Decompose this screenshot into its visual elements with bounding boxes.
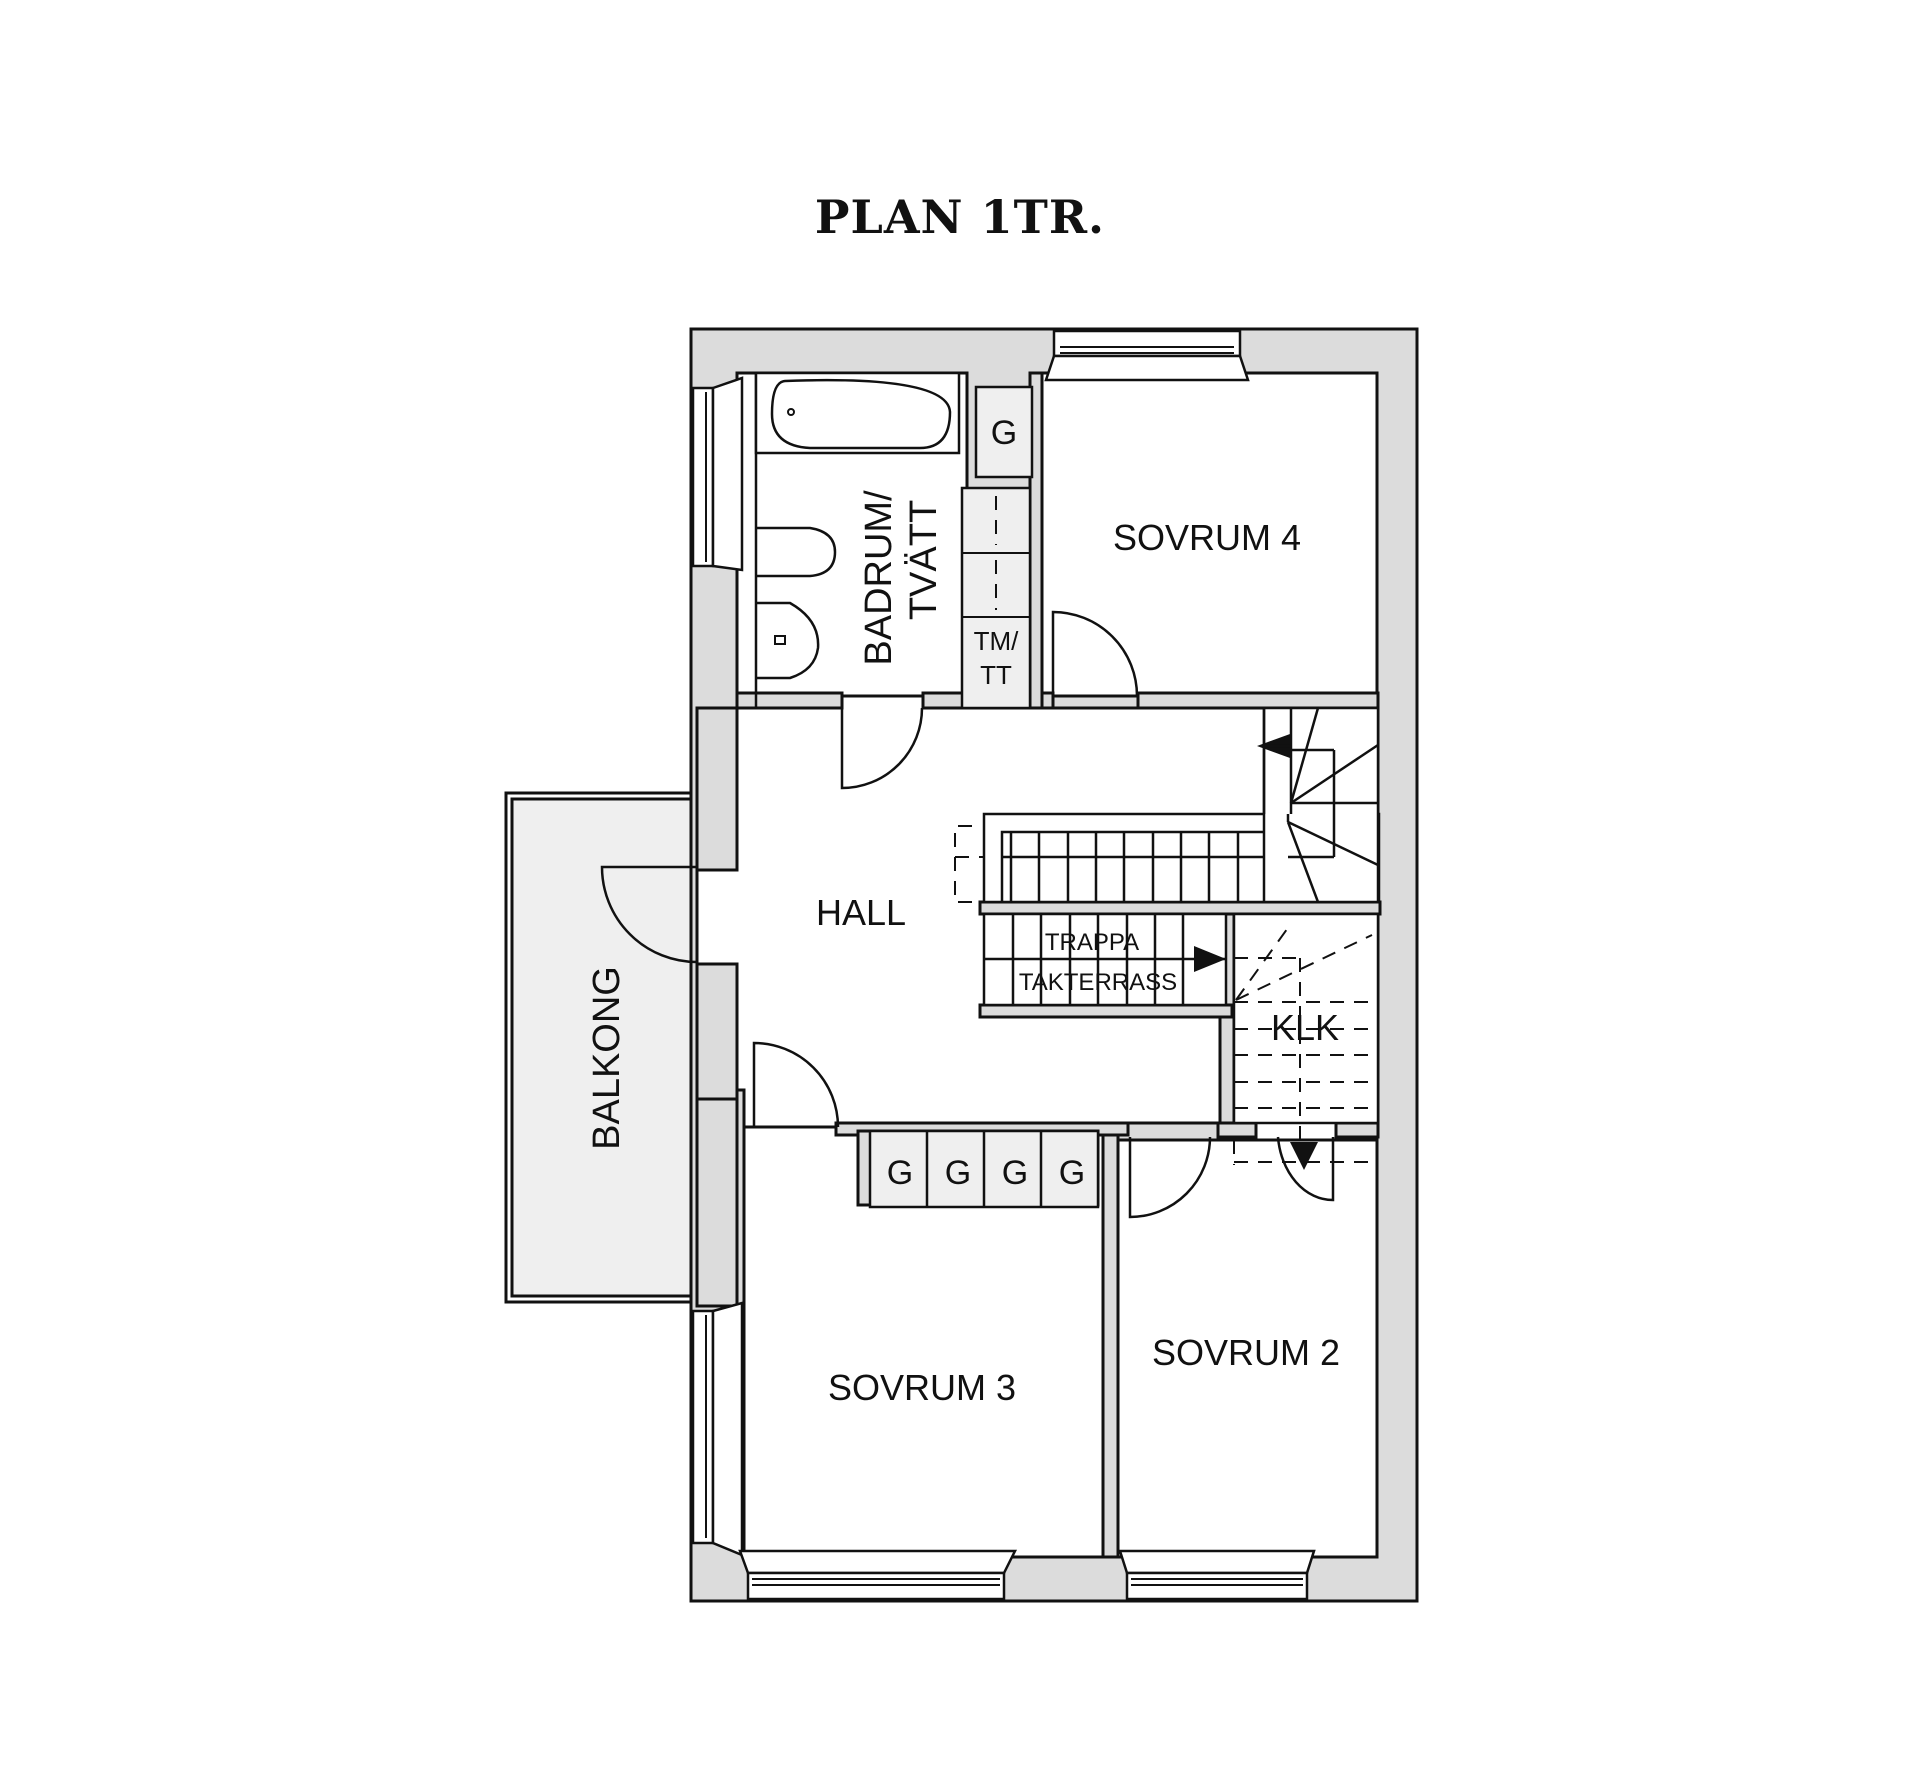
doors bbox=[600, 610, 1335, 1219]
bathtub-icon bbox=[770, 378, 952, 450]
main-stair bbox=[954, 706, 1381, 904]
label-g-single: G bbox=[991, 414, 1017, 452]
shaft-cabinets bbox=[960, 385, 1034, 710]
plan-title: PLAN 1TR. bbox=[814, 190, 1106, 244]
windows bbox=[691, 329, 1316, 1601]
label-trappa-1: TRAPPA bbox=[1045, 929, 1139, 956]
label-badrum-2: TVÄTT bbox=[903, 500, 945, 620]
label-trappa-2: TAKTERRASS bbox=[1019, 969, 1177, 996]
label-g-4: G bbox=[1059, 1154, 1085, 1192]
label-sovrum2: SOVRUM 2 bbox=[1152, 1332, 1340, 1373]
labels: SOVRUM 4 HALL SOVRUM 3 SOVRUM 2 KLK TRAP… bbox=[586, 414, 1340, 1408]
label-tmtt-1: TM/ bbox=[974, 626, 1020, 656]
label-sovrum3: SOVRUM 3 bbox=[828, 1367, 1016, 1408]
sink-icon bbox=[756, 601, 820, 680]
stair-terrace-arrow-icon bbox=[1194, 946, 1226, 972]
klk-overhead bbox=[1232, 912, 1380, 1170]
label-hall: HALL bbox=[816, 892, 906, 933]
door-sovrum2 bbox=[1128, 1136, 1212, 1219]
label-g-3: G bbox=[1002, 1154, 1028, 1192]
door-bath bbox=[840, 707, 924, 790]
wardrobe-row bbox=[856, 1129, 1100, 1209]
bathroom-fixtures bbox=[754, 371, 961, 708]
terrace-stair bbox=[982, 912, 1228, 1007]
label-g-1: G bbox=[887, 1154, 913, 1192]
label-badrum-1: BADRUM/ bbox=[858, 490, 900, 666]
label-balkong: BALKONG bbox=[586, 966, 628, 1150]
label-tmtt-2: TT bbox=[980, 660, 1012, 690]
label-g-2: G bbox=[945, 1154, 971, 1192]
stair-down-arrow-icon bbox=[1290, 1142, 1318, 1170]
door-balcony bbox=[600, 865, 698, 964]
door-sovrum4 bbox=[1051, 610, 1139, 697]
door-sovrum3 bbox=[752, 1041, 840, 1128]
toilet-icon bbox=[756, 526, 837, 578]
door-klk bbox=[1276, 1136, 1335, 1202]
label-sovrum4: SOVRUM 4 bbox=[1113, 517, 1301, 558]
label-klk: KLK bbox=[1271, 1007, 1339, 1048]
